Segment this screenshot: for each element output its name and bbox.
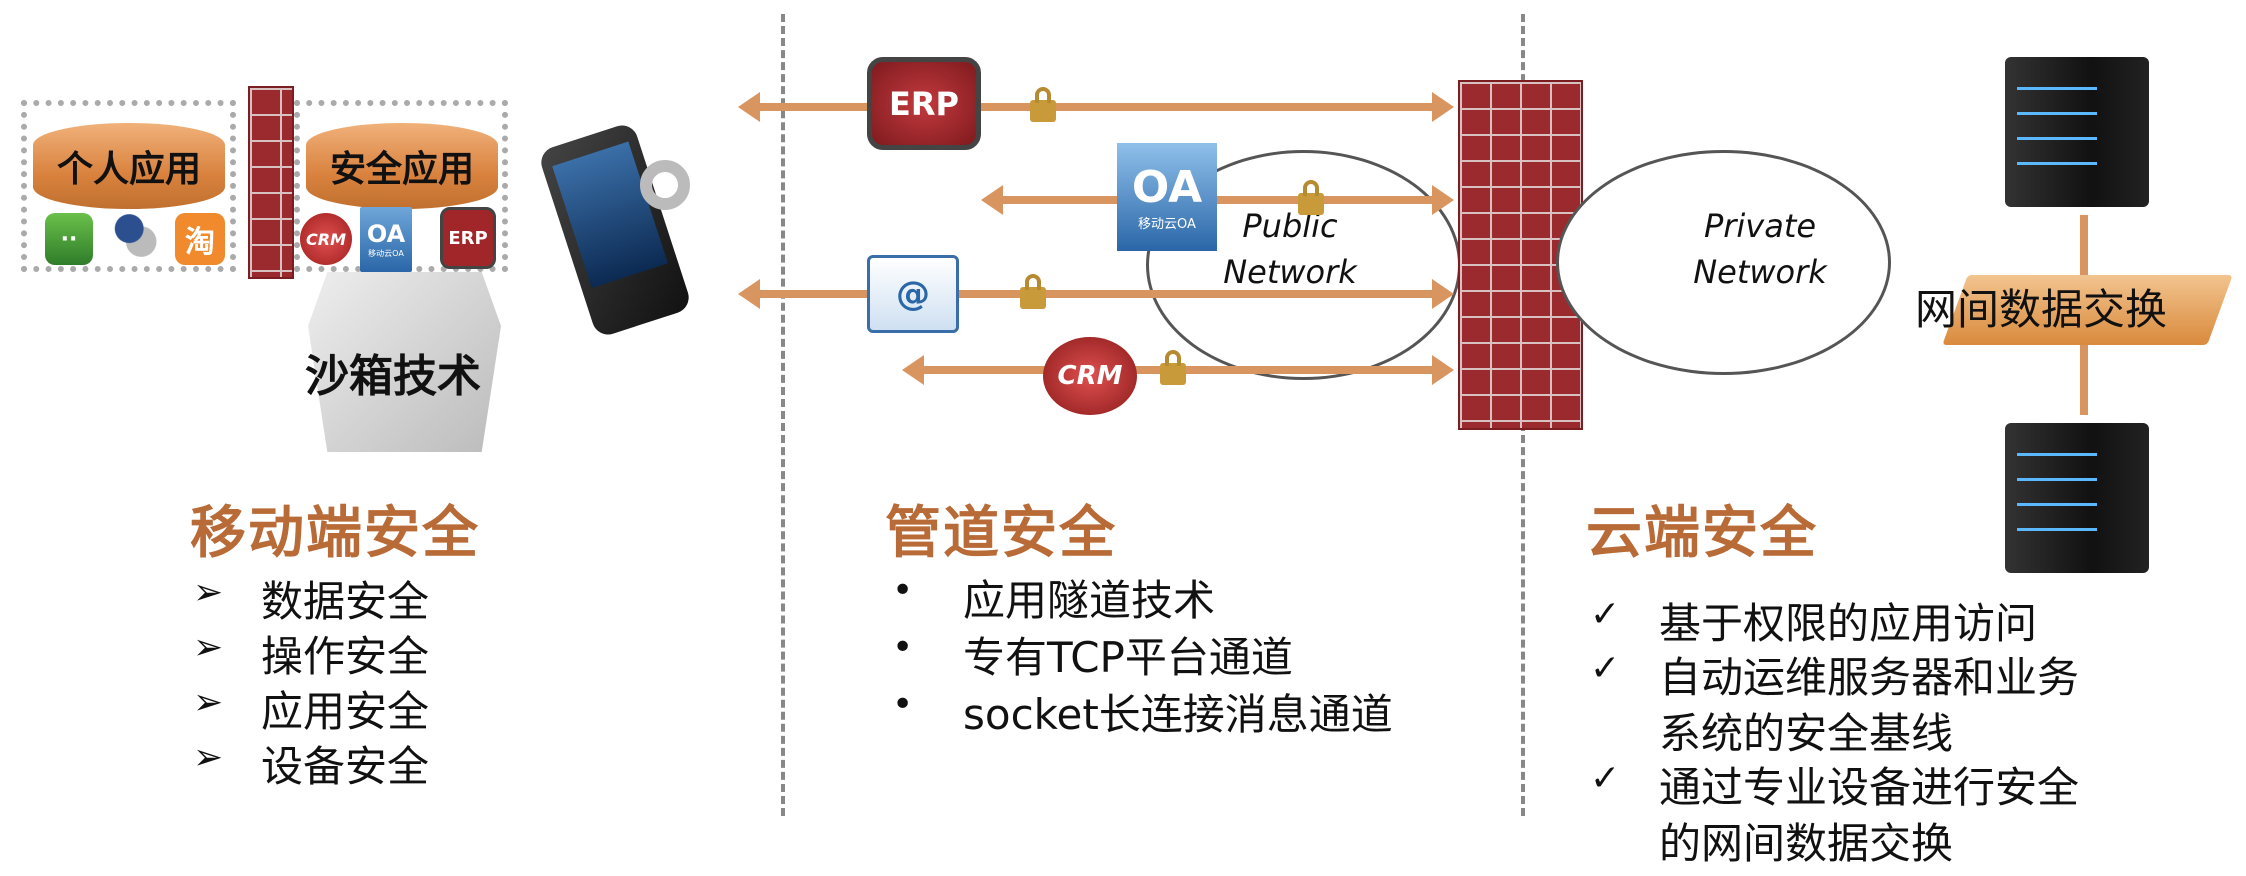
oa-channel-label: OA (1131, 162, 1203, 213)
private-label-line: Private (1703, 207, 1817, 245)
server-icon (2005, 57, 2149, 207)
smartphone-icon (537, 121, 693, 339)
section-divider-left (781, 14, 785, 816)
cloud-item-continued: 系统的安全基线 (1659, 709, 1954, 758)
erp-icon: ERP (440, 207, 496, 269)
network-label-line: Network (1223, 253, 1357, 291)
email-icon: @ (867, 255, 959, 333)
check-icon: ✓ (1590, 758, 1621, 799)
oa-icon-sublabel: 移动云OA (368, 249, 404, 258)
taobao-icon: 淘 (175, 213, 225, 265)
personal-apps-box (21, 100, 236, 272)
channel-bullet-icon: • (892, 684, 914, 725)
lock-icon (1160, 350, 1186, 385)
check-icon: ✓ (1590, 594, 1621, 635)
tunnel-arrow-email (738, 279, 1454, 309)
check-icon: ✓ (1590, 648, 1621, 689)
crm-channel-icon: CRM (1043, 337, 1137, 415)
tunnel-arrow-erp (738, 92, 1454, 122)
mobile-item: 应用安全 (261, 687, 430, 736)
lock-icon (1030, 87, 1056, 122)
key-icon (640, 160, 690, 210)
cloud-security-heading: 云端安全 (1586, 501, 1818, 566)
mobile-bullet-icon: ➢ (193, 627, 224, 668)
mobile-item: 数据安全 (261, 577, 430, 626)
oa-icon-label: OA (366, 220, 406, 248)
mobile-bullet-icon: ➢ (193, 682, 224, 723)
small-firewall-icon (248, 86, 294, 279)
lock-icon (1020, 274, 1046, 309)
cloud-item: 自动运维服务器和业务 (1659, 653, 2080, 702)
lock-icon (1298, 180, 1324, 215)
channel-bullet-icon: • (892, 627, 914, 668)
oa-channel-icon: OA 移动云OA (1117, 143, 1217, 251)
cloud-item: 基于权限的应用访问 (1659, 599, 2038, 648)
cloud-item: 通过专业设备进行安全 (1659, 763, 2080, 812)
secure-apps-label: 安全应用 (306, 123, 498, 209)
qq-contacts-icon (110, 213, 158, 265)
mobile-item: 操作安全 (261, 632, 430, 681)
network-label-line: Network (1693, 253, 1827, 291)
public-label-line: Public (1242, 207, 1338, 245)
mobile-bullet-icon: ➢ (193, 737, 224, 778)
private-network-cloud (1556, 150, 1891, 375)
oa-channel-sublabel: 移动云OA (1138, 217, 1196, 232)
crm-icon: CRM (300, 213, 352, 265)
wechat-icon: ·· (45, 213, 93, 265)
channel-item: 专有TCP平台通道 (963, 633, 1293, 682)
erp-channel-icon: ERP (867, 57, 981, 150)
tunnel-arrow-oa (981, 185, 1454, 215)
personal-apps-label: 个人应用 (33, 123, 225, 209)
mobile-item: 设备安全 (261, 742, 430, 791)
channel-item: socket长连接消息通道 (963, 690, 1393, 739)
mobile-bullet-icon: ➢ (193, 572, 224, 613)
channel-bullet-icon: • (892, 570, 914, 611)
channel-item: 应用隧道技术 (963, 576, 1216, 625)
cloud-item-continued: 的网间数据交换 (1659, 819, 1954, 868)
mobile-security-heading: 移动端安全 (190, 501, 480, 566)
sandbox-label: 沙箱技术 (305, 351, 481, 402)
channel-security-heading: 管道安全 (885, 501, 1117, 566)
sandbox-box (308, 272, 501, 452)
data-exchange-label: 网间数据交换 (1915, 285, 2168, 334)
server-icon (2005, 423, 2149, 573)
